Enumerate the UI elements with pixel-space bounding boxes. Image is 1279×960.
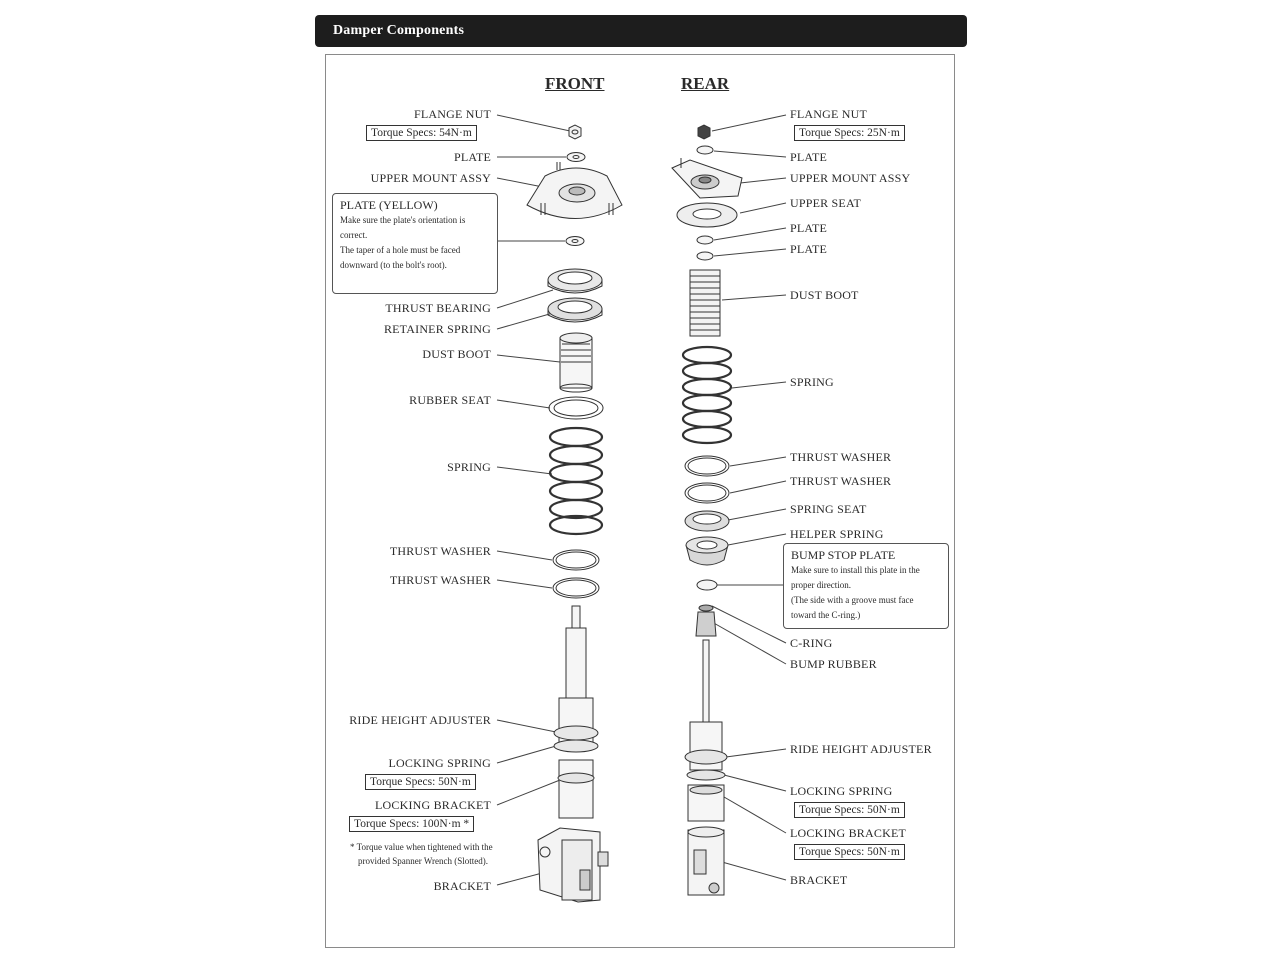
rear-bump-stop-plate-part	[696, 579, 718, 591]
front-components	[526, 124, 623, 903]
rear-upper-seat-part	[676, 202, 738, 228]
front-retainer-spring-part	[547, 297, 603, 323]
front-locking-spring-torque: Torque Specs: 50N·m	[365, 774, 476, 790]
front-dust-boot-part	[559, 332, 593, 393]
rear-ride-height-adjuster-label: RIDE HEIGHT ADJUSTER	[790, 742, 932, 756]
rear-thrust-washer-2-label: THRUST WASHER	[790, 474, 892, 488]
front-locking-bracket-torque: Torque Specs: 100N·m *	[349, 816, 475, 832]
front-upper-mount-label: UPPER MOUNT ASSY	[370, 171, 491, 185]
plate-yellow-note-line: correct.	[340, 230, 368, 240]
rear-column-title: REAR	[681, 74, 730, 93]
rear-components	[671, 124, 743, 896]
rear-spring-seat-part	[684, 510, 730, 532]
rear-flange-nut-torque: Torque Specs: 25N·m	[794, 125, 905, 141]
rear-c-ring-label: C-RING	[790, 636, 833, 650]
diagram-frame	[325, 54, 955, 948]
front-footnote-2: provided Spanner Wrench (Slotted).	[358, 856, 488, 866]
rear-damper-body-part	[684, 639, 728, 822]
front-upper-mount-part	[526, 162, 623, 219]
front-flange-nut-part	[568, 124, 582, 140]
bump-stop-note-line: proper direction.	[791, 580, 851, 590]
rear-locking-spring-label: LOCKING SPRING	[790, 784, 893, 798]
front-thrust-washer-2-label: THRUST WASHER	[389, 573, 491, 587]
front-rubber-seat-part	[548, 396, 604, 420]
rear-dust-boot-part	[689, 269, 721, 337]
front-flange-nut-torque: Torque Specs: 54N·m	[366, 125, 477, 141]
front-locking-bracket-label: LOCKING BRACKET	[375, 798, 491, 812]
rear-helper-spring-label: HELPER SPRING	[790, 527, 884, 541]
rear-helper-spring-part	[685, 536, 729, 566]
front-spring-part	[548, 426, 604, 536]
front-plate-part	[566, 152, 586, 162]
rear-thrust-washer-1-label: THRUST WASHER	[790, 450, 892, 464]
front-yellow-plate-part	[565, 236, 585, 246]
front-leader-lines	[496, 114, 571, 886]
front-thrust-washer-1-part	[552, 549, 600, 571]
rear-spring-seat-label: SPRING SEAT	[790, 502, 867, 516]
front-footnote-1: * Torque value when tightened with the	[350, 842, 493, 852]
bump-stop-note-line: (The side with a groove must face	[791, 595, 914, 605]
rear-bracket-label: BRACKET	[790, 873, 848, 887]
rear-locking-bracket-torque: Torque Specs: 50N·m	[794, 844, 905, 860]
front-thrust-washer-2-part	[552, 577, 600, 599]
front-ride-height-adjuster-label: RIDE HEIGHT ADJUSTER	[349, 713, 491, 727]
page-header: Damper Components	[315, 15, 967, 47]
rear-upper-seat-label: UPPER SEAT	[790, 196, 862, 210]
front-bracket-label: BRACKET	[433, 879, 491, 893]
bump-stop-note-title: BUMP STOP PLATE	[791, 548, 896, 562]
rear-spring-part	[681, 345, 733, 445]
rear-bracket-part	[687, 826, 725, 896]
front-flange-nut-label: FLANGE NUT	[414, 107, 491, 121]
plate-yellow-note-line: downward (to the bolt's root).	[340, 260, 447, 270]
rear-bump-rubber-label: BUMP RUBBER	[790, 657, 877, 671]
rear-locking-spring-torque: Torque Specs: 50N·m	[794, 802, 905, 818]
plate-yellow-note-title: PLATE (YELLOW)	[340, 198, 438, 212]
rear-dust-boot-label: DUST BOOT	[790, 288, 859, 302]
front-dust-boot-label: DUST BOOT	[422, 347, 491, 361]
front-bracket-part	[537, 827, 609, 903]
front-retainer-spring-label: RETAINER SPRING	[383, 322, 491, 336]
rear-plate-2-label: PLATE	[790, 221, 827, 235]
header-title: Damper Components	[333, 23, 465, 38]
rear-plate-3-label: PLATE	[790, 242, 827, 256]
front-rubber-seat-label: RUBBER SEAT	[409, 393, 491, 407]
front-plate-yellow-note: PLATE (YELLOW) Make sure the plate's ori…	[332, 193, 498, 294]
front-column-title: FRONT	[545, 74, 605, 93]
bump-stop-note-line: Make sure to install this plate in the	[791, 565, 920, 575]
rear-flange-nut-label: FLANGE NUT	[790, 107, 867, 121]
front-thrust-bearing-part	[547, 268, 603, 294]
front-locking-spring-label: LOCKING SPRING	[388, 756, 491, 770]
rear-spring-label: SPRING	[790, 375, 834, 389]
bump-stop-note-line: toward the C-ring.)	[791, 610, 861, 620]
plate-yellow-note-line: Make sure the plate's orientation is	[340, 215, 466, 225]
plate-yellow-note-line: The taper of a hole must be faced	[340, 245, 461, 255]
rear-plate-2-part	[696, 235, 714, 245]
front-damper-body-part	[553, 605, 599, 819]
rear-plate-1-part	[696, 145, 714, 155]
rear-plate-3-part	[696, 251, 714, 261]
rear-thrust-washer-2-part	[684, 482, 730, 504]
front-thrust-washer-1-label: THRUST WASHER	[389, 544, 491, 558]
front-thrust-bearing-label: THRUST BEARING	[385, 301, 491, 315]
rear-bump-stop-note: BUMP STOP PLATE Make sure to install thi…	[783, 543, 949, 629]
rear-flange-nut-part	[697, 124, 711, 140]
rear-locking-bracket-label: LOCKING BRACKET	[790, 826, 906, 840]
rear-thrust-washer-1-part	[684, 455, 730, 477]
rear-upper-mount-label: UPPER MOUNT ASSY	[790, 171, 911, 185]
rear-plate-1-label: PLATE	[790, 150, 827, 164]
rear-bump-rubber-part	[695, 604, 717, 637]
rear-upper-mount-part	[671, 158, 743, 199]
front-plate-label: PLATE	[454, 150, 491, 164]
front-spring-label: SPRING	[447, 460, 491, 474]
